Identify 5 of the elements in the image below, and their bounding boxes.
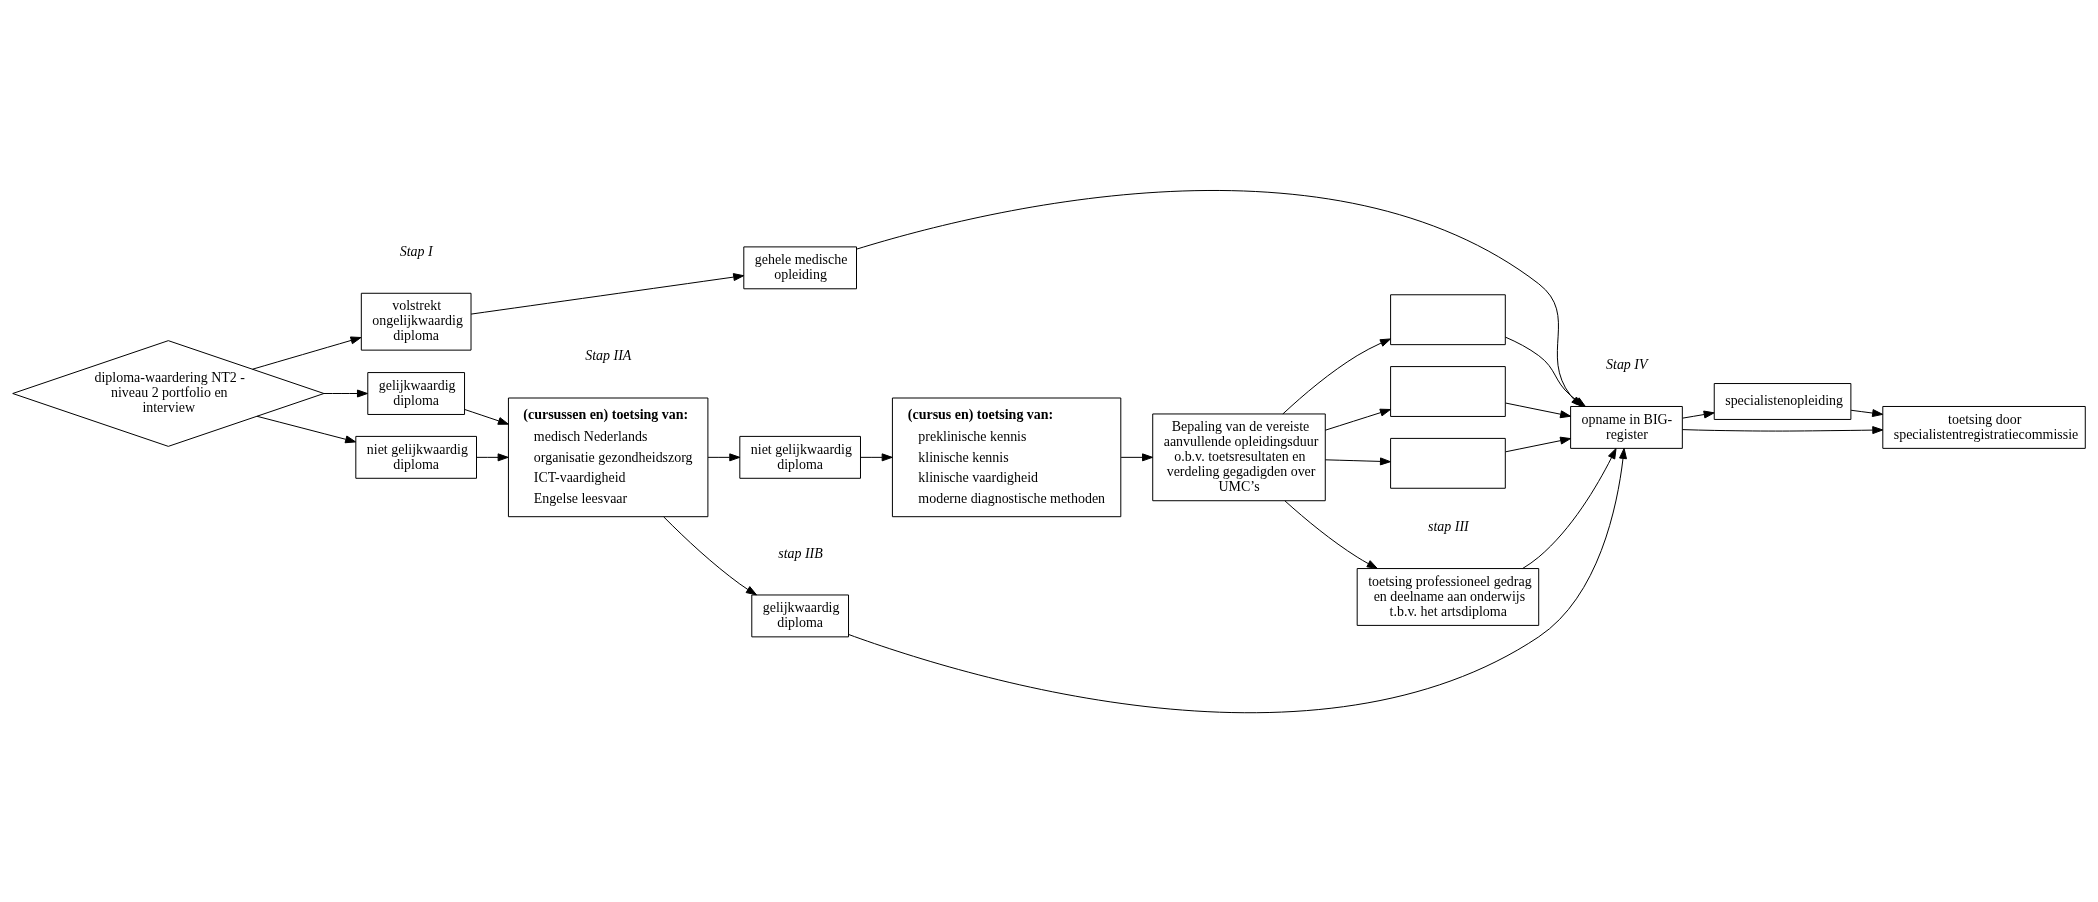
label: stap III: [1428, 518, 1469, 534]
label: stap IIB: [778, 545, 823, 561]
label: Stap IIA: [585, 347, 632, 363]
label: Stap IV: [1606, 356, 1648, 372]
label: Stap I: [399, 243, 433, 259]
